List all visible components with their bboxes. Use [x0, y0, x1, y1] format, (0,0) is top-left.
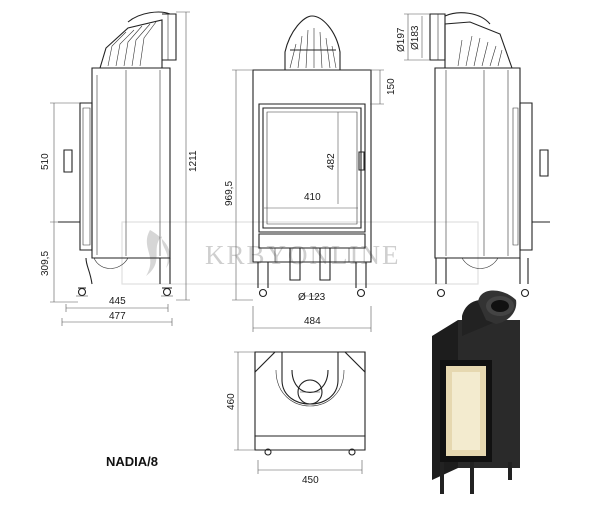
dim-hood-height: 150: [386, 78, 397, 95]
dim-collar-inner: Ø183: [410, 25, 421, 50]
dimension-labels: 510 309,5 1211 445 477 969,5 150 410 482…: [40, 25, 421, 486]
dim-side-depth-inner: 445: [109, 296, 126, 307]
dim-top-depth: 460: [226, 393, 237, 410]
dim-top-width: 450: [302, 475, 319, 486]
dim-side-lower: 309,5: [40, 251, 51, 276]
dim-flue-diameter: Ø 123: [298, 292, 326, 303]
model-name-label: NADIA/8: [106, 454, 159, 469]
dim-front-width: 484: [304, 316, 321, 327]
dim-collar-outer: Ø197: [396, 27, 407, 52]
top-view: [254, 351, 366, 456]
watermark-flame-icon: [146, 230, 171, 276]
side-view-left: [58, 11, 177, 297]
dim-side-depth-outer: 477: [109, 311, 126, 322]
product-3d-image: [432, 290, 520, 494]
front-view: [252, 15, 372, 298]
dim-window-width: 410: [304, 192, 321, 203]
dim-side-total: 1211: [188, 150, 199, 172]
dim-window-height: 482: [326, 153, 337, 170]
dim-side-upper: 510: [40, 153, 51, 170]
dim-front-height: 969,5: [224, 181, 235, 206]
dimension-lines: [50, 11, 430, 474]
side-view-right: [429, 12, 550, 298]
